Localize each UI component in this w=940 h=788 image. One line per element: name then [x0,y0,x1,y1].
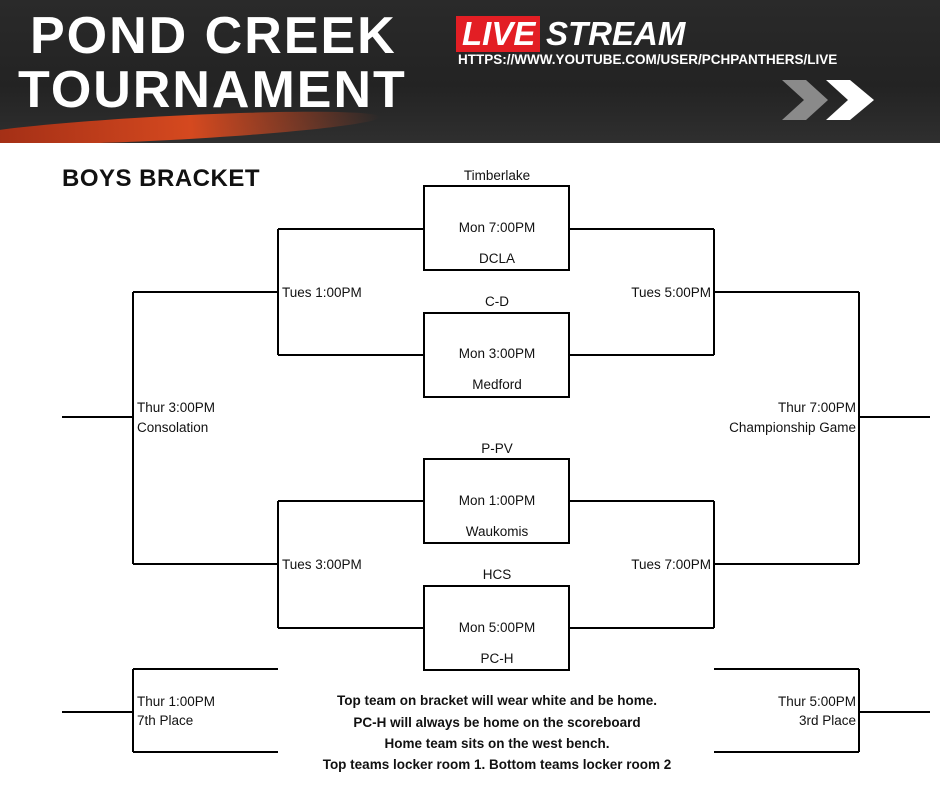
note-line-2: PC-H will always be home on the scoreboa… [353,715,641,730]
game-1-bottom-team: DCLA [478,251,516,266]
header-banner: POND CREEK TOURNAMENT LIVE STREAM HTTPS:… [0,0,940,143]
bracket-area: BOYS BRACKET Timberlake Mon 7:00PM DCLA … [0,143,940,788]
third-place-label: 3rd Place [798,713,856,728]
stream-label: STREAM [546,15,686,52]
game-3-top-team: P-PV [481,441,513,456]
live-badge [456,16,540,52]
right-semi-lower-time: Tues 7:00PM [631,557,711,572]
left-semi-lower-time: Tues 3:00PM [282,557,362,572]
right-semi-upper-time: Tues 5:00PM [631,285,711,300]
double-chevron-right-icon [782,80,874,120]
consolation-label: Consolation [137,420,209,435]
game-1-time: Mon 7:00PM [458,220,536,235]
seventh-place-time: Thur 1:00PM [137,694,216,709]
note-line-3: Home team sits on the west bench. [384,736,610,751]
championship-time: Thur 7:00PM [777,400,856,415]
title-line-1: POND CREEK [30,7,397,65]
live-label: LIVE [462,15,536,52]
game-3-bottom-team: Waukomis [465,524,529,539]
third-place-time: Thur 5:00PM [777,694,856,709]
bracket-lines [62,185,930,753]
bracket-heading: BOYS BRACKET [62,165,261,192]
game-3-time: Mon 1:00PM [458,493,536,508]
title-line-2: TOURNAMENT [18,61,407,119]
consolation-time: Thur 3:00PM [137,400,216,415]
note-line-1: Top team on bracket will wear white and … [336,693,658,708]
game-1-top-team: Timberlake [463,168,531,183]
championship-label: Championship Game [729,420,856,435]
stream-url-link[interactable]: HTTPS://WWW.YOUTUBE.COM/USER/PCHPANTHERS… [458,52,838,67]
game-2-time: Mon 3:00PM [458,346,536,361]
seventh-place-label: 7th Place [137,713,194,728]
left-semi-upper-time: Tues 1:00PM [282,285,362,300]
game-4-time: Mon 5:00PM [458,620,536,635]
game-2-bottom-team: Medford [472,377,522,392]
game-2-top-team: C-D [485,294,509,309]
game-4-bottom-team: PC-H [480,651,514,666]
note-line-4: Top teams locker room 1. Bottom teams lo… [322,757,672,772]
game-4-top-team: HCS [482,567,512,582]
